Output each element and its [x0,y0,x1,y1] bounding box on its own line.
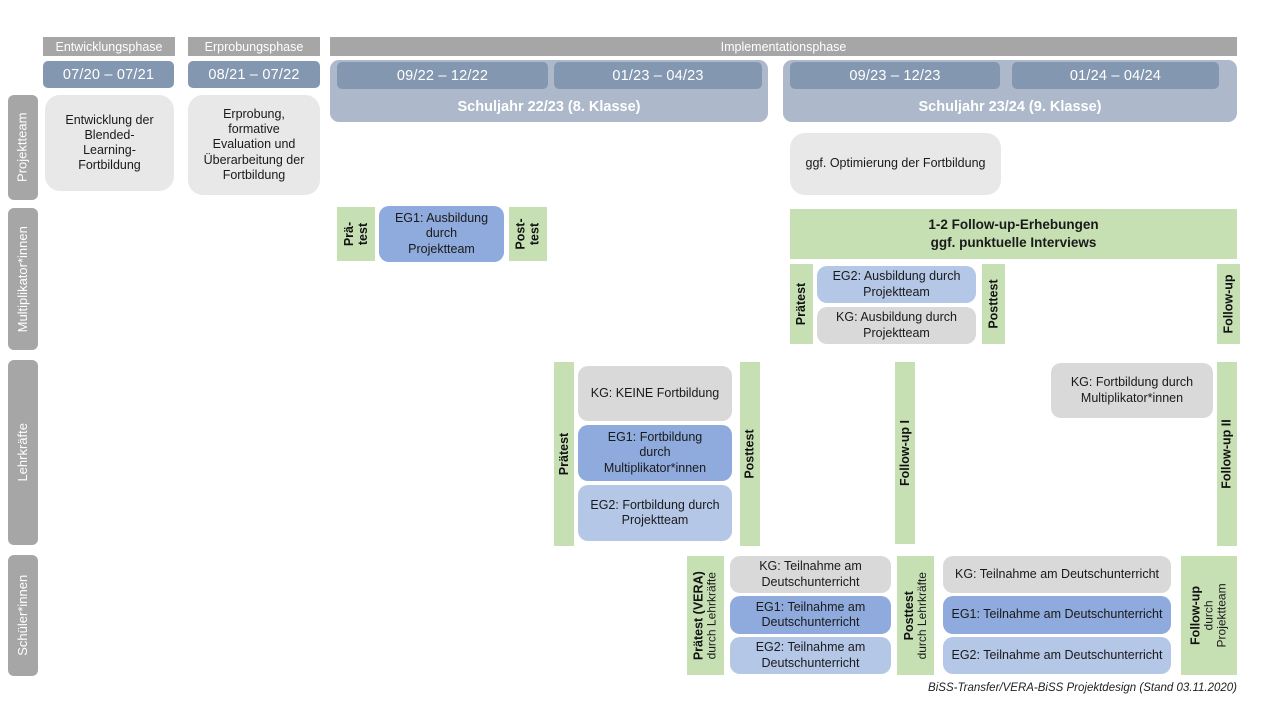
multiplikator-posttest-text: Posttest [986,279,1001,329]
box-kg-teilnahme-b: KG: Teilnahme am Deutschunterricht [943,556,1171,593]
slide-caption: BiSS-Transfer/VERA-BiSS Projektdesign (S… [928,682,1237,694]
box-eg1-fortbildung-multiplikator: EG1: Fortbildung durch Multiplikator*inn… [578,425,732,481]
lehrkraefte-followup1: Follow-up I [895,362,915,544]
lehrkraefte-posttest-text: Posttest [743,429,758,479]
followup-erhebungen-banner: 1-2 Follow-up-Erhebungen ggf. punktuelle… [790,209,1237,259]
date-range-01-24: 01/24 – 04/24 [1012,62,1219,89]
box-eg2-teilnahme-b: EG2: Teilnahme am Deutschunterricht [943,637,1171,674]
box-eg1-teilnahme-a: EG1: Teilnahme am Deutschunterricht [730,596,891,634]
schueler-praetest-line2: durch Lehrkräfte [704,571,719,660]
row-label-multiplikator: Multiplikator*innen [8,208,38,350]
banner-line1: 1-2 Follow-up-Erhebungen [928,216,1099,232]
row-label-lehrkraefte-text: Lehrkräfte [14,423,30,482]
date-range-09-22: 09/22 – 12/22 [337,62,548,89]
schuljahr-23-24-container: 09/23 – 12/23 01/24 – 04/24 Schuljahr 23… [783,60,1237,122]
date-range-01-23: 01/23 – 04/23 [554,62,762,89]
box-eg2-teilnahme-a: EG2: Teilnahme am Deutschunterricht [730,637,891,674]
schueler-followup: Follow-up durch Projektteam [1181,556,1237,675]
row-label-projektteam-text: Projektteam [14,112,30,183]
multiplikator-posttest: Posttest [982,264,1005,344]
lehrkraefte-followup2: Follow-up II [1217,362,1237,546]
praetest-small-line2: test [355,222,370,246]
box-optimierung-fortbildung: ggf. Optimierung der Fortbildung [790,133,1001,195]
multiplikator-posttest-small: Post- test [509,207,547,261]
lehrkraefte-praetest: Prätest [554,362,574,546]
box-kg-keine-fortbildung: KG: KEINE Fortbildung [578,366,732,421]
schueler-praetest-vera: Prätest (VERA) durch Lehrkräfte [687,556,724,675]
date-range-09-23: 09/23 – 12/23 [790,62,1000,89]
date-range-erprobung: 08/21 – 07/22 [188,61,320,88]
schueler-followup-line2: durch [1201,600,1216,631]
posttest-small-line2: test [528,222,542,246]
schueler-followup-line3: Projektteam [1215,583,1229,648]
box-eg1-teilnahme-b: EG1: Teilnahme am Deutschunterricht [943,596,1171,634]
lehrkraefte-praetest-text: Prätest [557,432,572,476]
lehrkraefte-followup2-text: Follow-up II [1220,419,1234,489]
box-kg-ausbildung-projektteam: KG: Ausbildung durch Projektteam [817,307,976,344]
posttest-small-line1: Post- [514,218,528,250]
multiplikator-praetest-small: Prä- test [337,207,375,261]
multiplikator-praetest: Prätest [790,264,813,344]
box-eg2-ausbildung-projektteam: EG2: Ausbildung durch Projektteam [817,266,976,303]
box-eg2-fortbildung-projektteam: EG2: Fortbildung durch Projektteam [578,485,732,541]
phase-header-implementation: Implementationsphase [330,37,1237,56]
row-label-schueler: Schüler*innen [8,555,38,676]
schuljahr-23-24-label: Schuljahr 23/24 (9. Klasse) [918,99,1102,115]
schuljahr-22-23-container: 09/22 – 12/22 01/23 – 04/23 Schuljahr 22… [330,60,768,122]
schuljahr-22-23-label: Schuljahr 22/23 (8. Klasse) [457,99,641,115]
row-label-projektteam: Projektteam [8,95,38,200]
phase-header-erprobung: Erprobungsphase [188,37,320,56]
multiplikator-followup: Follow-up [1217,264,1240,344]
box-eg1-ausbildung-projektteam: EG1: Ausbildung durch Projektteam [379,206,504,262]
box-kg-fortbildung-multiplikator: KG: Fortbildung durch Multiplikator*inne… [1051,363,1213,418]
date-range-entwicklung: 07/20 – 07/21 [43,61,174,88]
multiplikator-praetest-text: Prätest [794,282,809,326]
schueler-posttest: Posttest durch Lehrkräfte [897,556,934,675]
lehrkraefte-posttest: Posttest [740,362,760,546]
phase-header-entwicklung: Entwicklungsphase [43,37,175,56]
schueler-posttest-line1: Posttest [901,590,916,641]
row-label-schueler-text: Schüler*innen [14,575,30,656]
banner-line2: ggf. punktuelle Interviews [930,235,1097,250]
box-erprobung-evaluation: Erprobung, formative Evaluation und Über… [188,95,320,195]
schueler-posttest-line2: durch Lehrkräfte [914,571,929,660]
box-entwicklung-fortbildung: Entwicklung der Blended-Learning-Fortbil… [45,95,174,191]
box-kg-teilnahme-a: KG: Teilnahme am Deutschunterricht [730,556,891,593]
schueler-praetest-line1: Prätest (VERA) [691,571,706,660]
row-label-multiplikator-text: Multiplikator*innen [14,225,30,333]
lehrkraefte-followup1-text: Follow-up I [898,420,912,486]
schueler-followup-line1: Follow-up [1188,586,1203,646]
multiplikator-followup-text: Follow-up [1221,274,1236,334]
row-label-lehrkraefte: Lehrkräfte [8,360,38,545]
praetest-small-line1: Prä- [341,221,356,247]
